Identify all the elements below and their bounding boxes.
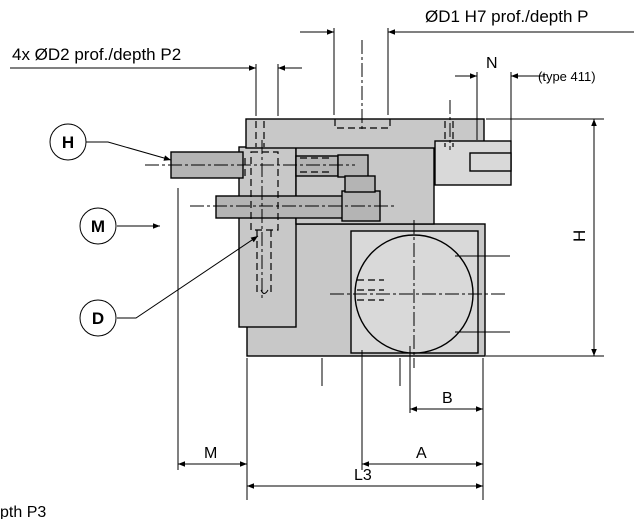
label-cut-text: pth P3 bbox=[0, 504, 46, 519]
label-a: A bbox=[416, 445, 427, 462]
label-n: N bbox=[486, 55, 498, 72]
housing-hidden bbox=[357, 279, 384, 301]
callout-d-letter: D bbox=[92, 309, 104, 328]
label-l3: L3 bbox=[354, 467, 372, 484]
label-h: H bbox=[570, 230, 589, 242]
callout-m-circle bbox=[79, 207, 117, 245]
callout-m-letter: M bbox=[91, 217, 105, 236]
callouts: H M D bbox=[49, 123, 259, 337]
label-type-411: (type 411) bbox=[538, 69, 596, 84]
d2-holes-hidden bbox=[255, 121, 454, 147]
d-bore-hidden bbox=[250, 151, 279, 231]
label-d2-holes: 4x ØD2 prof./depth P2 bbox=[12, 45, 181, 64]
label-m: M bbox=[204, 445, 217, 462]
callout-d-circle bbox=[79, 299, 117, 337]
callout-h-letter: H bbox=[62, 133, 74, 152]
carriage-post bbox=[238, 146, 297, 328]
right-knob bbox=[337, 154, 369, 178]
shaft-extension bbox=[295, 155, 339, 177]
dimension-lines bbox=[10, 28, 634, 500]
label-b: B bbox=[442, 390, 453, 407]
neck bbox=[344, 175, 376, 193]
part-body bbox=[170, 118, 512, 357]
dimension-labels: ØD1 H7 prof./depth P 4x ØD2 prof./depth … bbox=[0, 7, 596, 519]
shaft-hidden bbox=[244, 157, 330, 176]
right-clamp-tab bbox=[469, 152, 512, 172]
label-d1-hole: ØD1 H7 prof./depth P bbox=[425, 7, 588, 26]
center-lines bbox=[145, 40, 505, 368]
